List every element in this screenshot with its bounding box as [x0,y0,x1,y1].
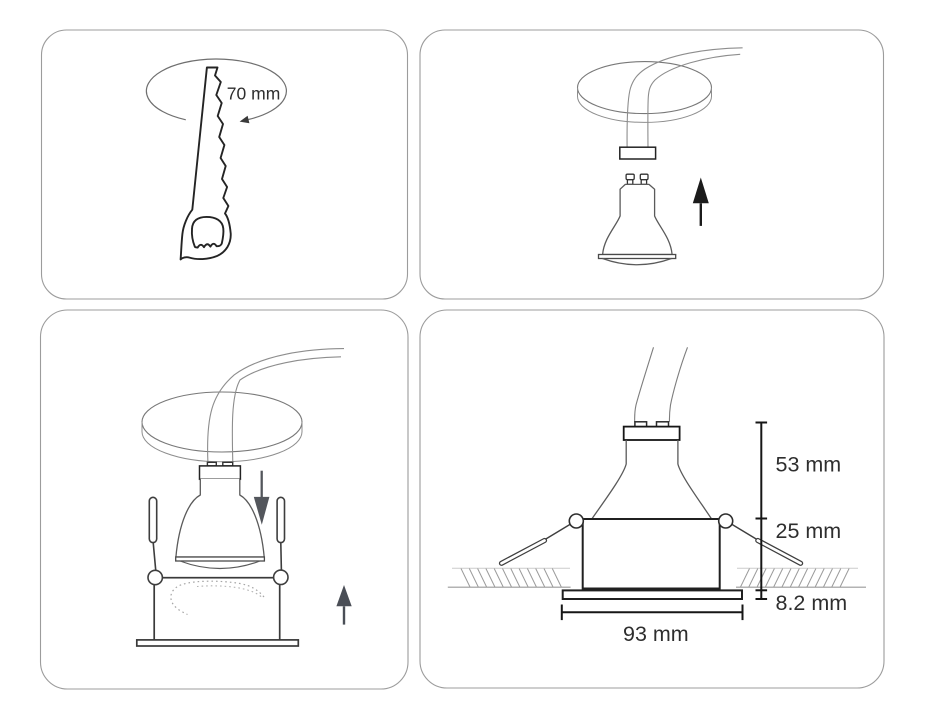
svg-text:8.2 mm: 8.2 mm [776,591,848,615]
svg-text:25 mm: 25 mm [776,519,842,543]
svg-text:70 mm: 70 mm [227,84,280,104]
svg-text:53 mm: 53 mm [776,453,842,477]
svg-text:93 mm: 93 mm [623,622,689,646]
